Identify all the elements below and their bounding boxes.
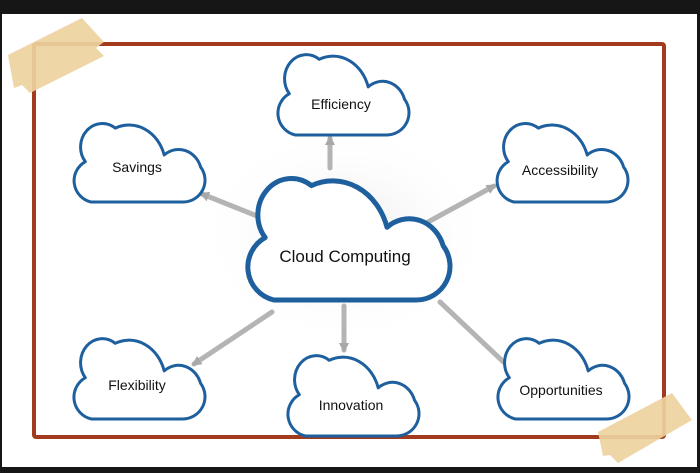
savings-cloud-label: Savings [112,159,162,175]
cloud-computing-cloud-shape [245,176,453,303]
tape-top-left-icon [8,18,104,93]
arrow-to-flexibility [191,309,275,367]
efficiency-cloud-shape [276,53,411,137]
flexibility-cloud-label: Flexibility [108,377,166,393]
opportunities-cloud-label: Opportunities [519,382,602,398]
efficiency-cloud-label: Efficiency [311,96,371,112]
innovation-cloud-shape [286,354,421,438]
flexibility-cloud: Flexibility [72,337,207,421]
arrow-to-accessibility [425,183,497,225]
opportunities-cloud-shape [496,337,631,421]
flexibility-cloud-shape [72,337,207,421]
efficiency-cloud: Efficiency [276,53,411,137]
opportunities-cloud: Opportunities [496,337,631,421]
cloud-computing-cloud-label: Cloud Computing [279,247,410,266]
innovation-cloud: Innovation [286,354,421,438]
savings-cloud-shape [72,122,207,204]
accessibility-cloud: Accessibility [495,122,630,204]
innovation-cloud-label: Innovation [319,397,384,413]
accessibility-cloud-label: Accessibility [522,162,598,178]
savings-cloud: Savings [72,122,207,204]
arrow-to-opportunities [437,299,515,373]
accessibility-cloud-shape [495,122,630,204]
cloud-computing-cloud: Cloud Computing [245,176,453,303]
tape-bottom-right-icon [598,393,692,463]
